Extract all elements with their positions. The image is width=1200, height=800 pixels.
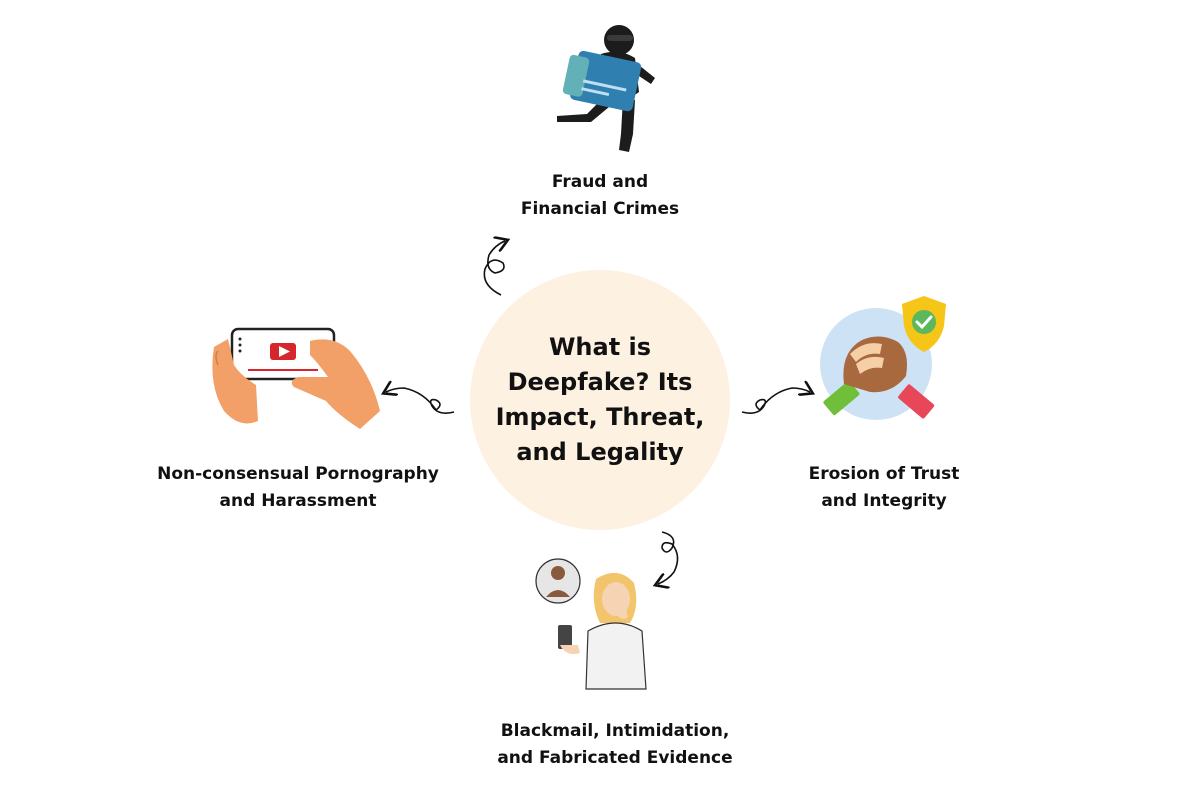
center-title-line: Impact, Threat, bbox=[495, 403, 705, 431]
node-label-line: Fraud and bbox=[551, 172, 649, 192]
node-label-line: Blackmail, Intimidation, bbox=[500, 721, 730, 741]
node-label-line: Erosion of Trust bbox=[808, 464, 960, 484]
arrow-to-top bbox=[483, 233, 515, 296]
node-label-bottom: Blackmail, Intimidation, and Fabricated … bbox=[480, 718, 750, 772]
arrow-to-bottom bbox=[648, 531, 679, 592]
node-label-line: and Harassment bbox=[219, 491, 377, 511]
center-title-line: Deepfake? Its bbox=[507, 368, 693, 396]
node-label-right: Erosion of Trust and Integrity bbox=[784, 461, 984, 515]
node-label-line: Non-consensual Pornography bbox=[157, 464, 439, 484]
arrow-to-left bbox=[378, 372, 455, 414]
center-circle: What is Deepfake? Its Impact, Threat, an… bbox=[470, 270, 730, 530]
center-title-line: and Legality bbox=[516, 438, 684, 466]
node-label-top: Fraud and Financial Crimes bbox=[500, 169, 700, 223]
thief-card-icon bbox=[535, 22, 665, 157]
node-label-left: Non-consensual Pornography and Harassmen… bbox=[148, 461, 448, 515]
center-title-line: What is bbox=[548, 333, 652, 361]
worried-woman-phone-icon bbox=[530, 553, 660, 693]
arrow-to-right bbox=[741, 372, 820, 414]
node-label-line: and Integrity bbox=[821, 491, 947, 511]
handshake-shield-icon bbox=[810, 292, 950, 432]
center-title: What is Deepfake? Its Impact, Threat, an… bbox=[495, 330, 705, 470]
node-label-line: Financial Crimes bbox=[520, 199, 680, 219]
node-label-line: and Fabricated Evidence bbox=[497, 748, 733, 768]
phone-video-icon bbox=[210, 325, 385, 435]
